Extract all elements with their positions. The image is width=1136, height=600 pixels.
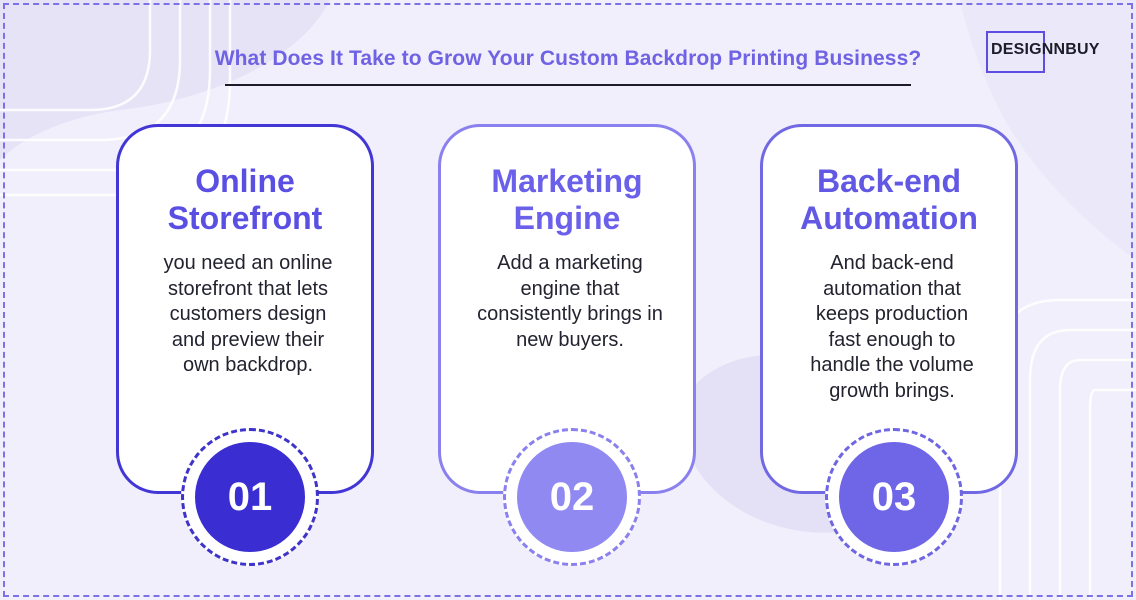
desc-line: fast enough to <box>828 328 956 351</box>
desc-line: own backdrop. <box>182 354 314 376</box>
desc-line: handle the volume <box>810 354 974 376</box>
number-badge-01: 01 <box>181 428 319 566</box>
desc-line: new buyers. <box>516 328 624 351</box>
number-badge-02: 02 <box>503 428 641 566</box>
desc-line: storefront that lets <box>167 277 329 300</box>
card-title: Online Storefront <box>119 163 371 237</box>
card-description: you need an online storefront that lets … <box>139 251 357 379</box>
logo-text: DESIGNNBUY <box>991 41 1100 58</box>
desc-line: consistently brings in <box>477 303 663 325</box>
card-title-line: Back-end <box>816 163 962 199</box>
badge-number: 03 <box>839 442 949 552</box>
desc-line: Add a marketing <box>497 252 643 274</box>
desc-line: automation that <box>823 277 961 300</box>
card-title: Marketing Engine <box>441 163 693 237</box>
logo-box <box>986 31 1045 73</box>
card-title-line: Storefront <box>167 200 323 236</box>
desc-line: engine that <box>520 277 620 300</box>
card-description: And back-end automation that keeps produ… <box>783 251 1001 404</box>
desc-line: you need an online <box>163 252 333 274</box>
desc-line: keeps production <box>815 303 969 325</box>
badge-number: 02 <box>517 442 627 552</box>
card-title-line: Automation <box>800 200 978 236</box>
card-title-line: Marketing <box>491 163 643 199</box>
number-badge-03: 03 <box>825 428 963 566</box>
page-title: What Does It Take to Grow Your Custom Ba… <box>214 47 922 70</box>
card-description: Add a marketing engine that consistently… <box>461 251 679 353</box>
badge-number: 01 <box>195 442 305 552</box>
title-underline <box>225 84 911 86</box>
desc-line: customers design <box>169 303 327 325</box>
card-title-line: Engine <box>513 200 621 236</box>
card-title: Back-end Automation <box>763 163 1015 237</box>
card-title-line: Online <box>195 163 295 199</box>
desc-line: growth brings. <box>829 379 955 402</box>
desc-line: and preview their <box>171 328 325 351</box>
desc-line: And back-end <box>830 252 954 274</box>
